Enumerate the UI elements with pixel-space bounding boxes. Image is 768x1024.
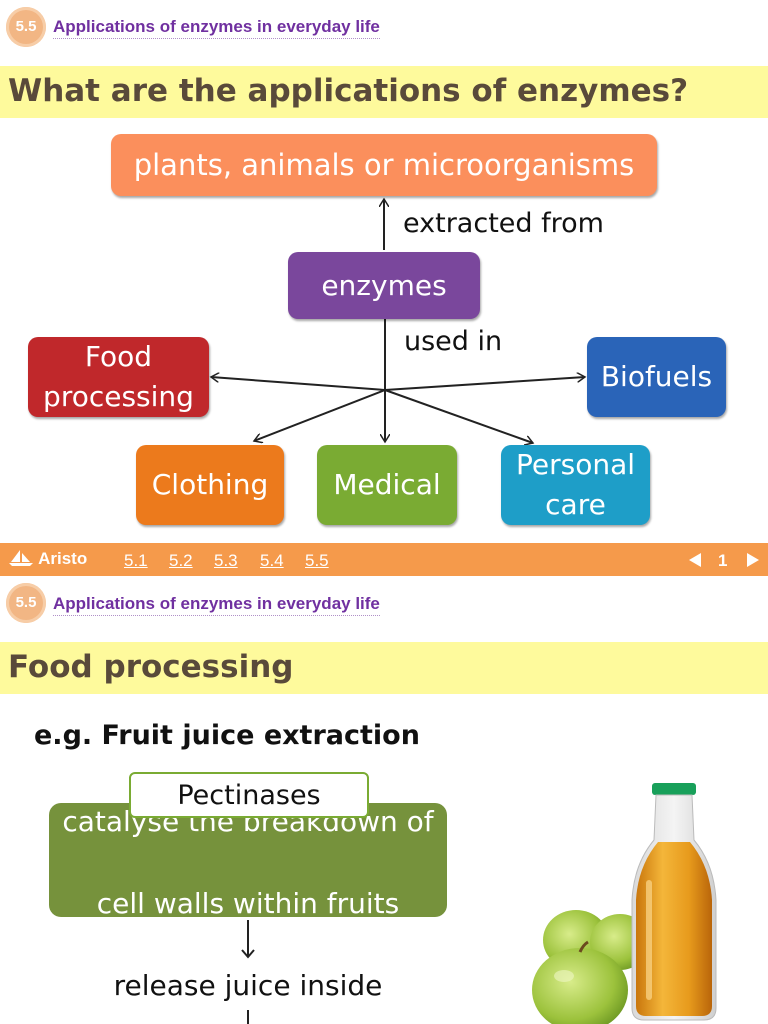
- aristo-logo[interactable]: Aristo: [8, 549, 87, 569]
- section-title-2: Applications of enzymes in everyday life: [53, 594, 380, 616]
- bottle-cap: [652, 783, 696, 795]
- arrow-to-food: [211, 377, 386, 391]
- arrow-to-clothing: [254, 389, 386, 441]
- nav-link-5-5[interactable]: 5.5: [305, 551, 329, 570]
- navigation-bar: Aristo 5.1 5.2 5.3 5.4 5.5 1: [0, 543, 768, 576]
- arrow-to-personal: [384, 389, 533, 443]
- source-box: plants, animals or microorganisms: [111, 134, 657, 196]
- apple-front: [532, 948, 628, 1024]
- breakdown-box: catalyse the breakdown of cell walls wit…: [49, 803, 447, 920]
- pectinases-label: Pectinases: [129, 772, 369, 818]
- clothing-box: Clothing: [136, 445, 284, 525]
- section-badge-number: 5.5: [15, 18, 37, 35]
- section-badge-2: 5.5: [6, 583, 46, 623]
- process-arrows: [241, 920, 255, 1024]
- section-badge: 5.5: [6, 7, 46, 47]
- biofuels-box: Biofuels: [587, 337, 726, 417]
- used-in-label: used in: [404, 326, 503, 357]
- page-number: 1: [718, 551, 728, 570]
- heading-band: [0, 66, 768, 118]
- example-label: e.g. Fruit juice extraction: [34, 720, 420, 751]
- enzymes-box: enzymes: [288, 252, 480, 319]
- logo-text: Aristo: [38, 549, 88, 568]
- personal-care-box: Personal care: [501, 445, 650, 525]
- result-text: release juice inside: [113, 969, 383, 1002]
- section-title: Applications of enzymes in everyday life: [53, 17, 380, 39]
- nav-link-5-4[interactable]: 5.4: [260, 551, 284, 570]
- nav-link-5-3[interactable]: 5.3: [214, 551, 238, 570]
- slide-heading: What are the applications of enzymes?: [8, 73, 689, 109]
- breakdown-line-2: cell walls within fruits: [96, 887, 400, 920]
- food-processing-box: Food processing: [28, 337, 209, 417]
- slide-heading-2: Food processing: [8, 649, 294, 685]
- heading-band-2: [0, 642, 768, 694]
- medical-box: Medical: [317, 445, 457, 525]
- sailboat-icon: [9, 550, 33, 566]
- nav-link-5-2[interactable]: 5.2: [169, 551, 193, 570]
- section-badge-number-2: 5.5: [15, 594, 37, 611]
- extracted-from-label: extracted from: [403, 208, 604, 239]
- triangle-left-icon[interactable]: [688, 552, 702, 568]
- triangle-right-icon[interactable]: [746, 552, 760, 568]
- arrow-to-biofuels: [384, 377, 585, 391]
- bottle-juice: [636, 842, 712, 1016]
- concept-map-connectors: [0, 0, 768, 540]
- juice-bottle-and-apples-image: [532, 783, 717, 1024]
- nav-link-5-1[interactable]: 5.1: [124, 551, 148, 570]
